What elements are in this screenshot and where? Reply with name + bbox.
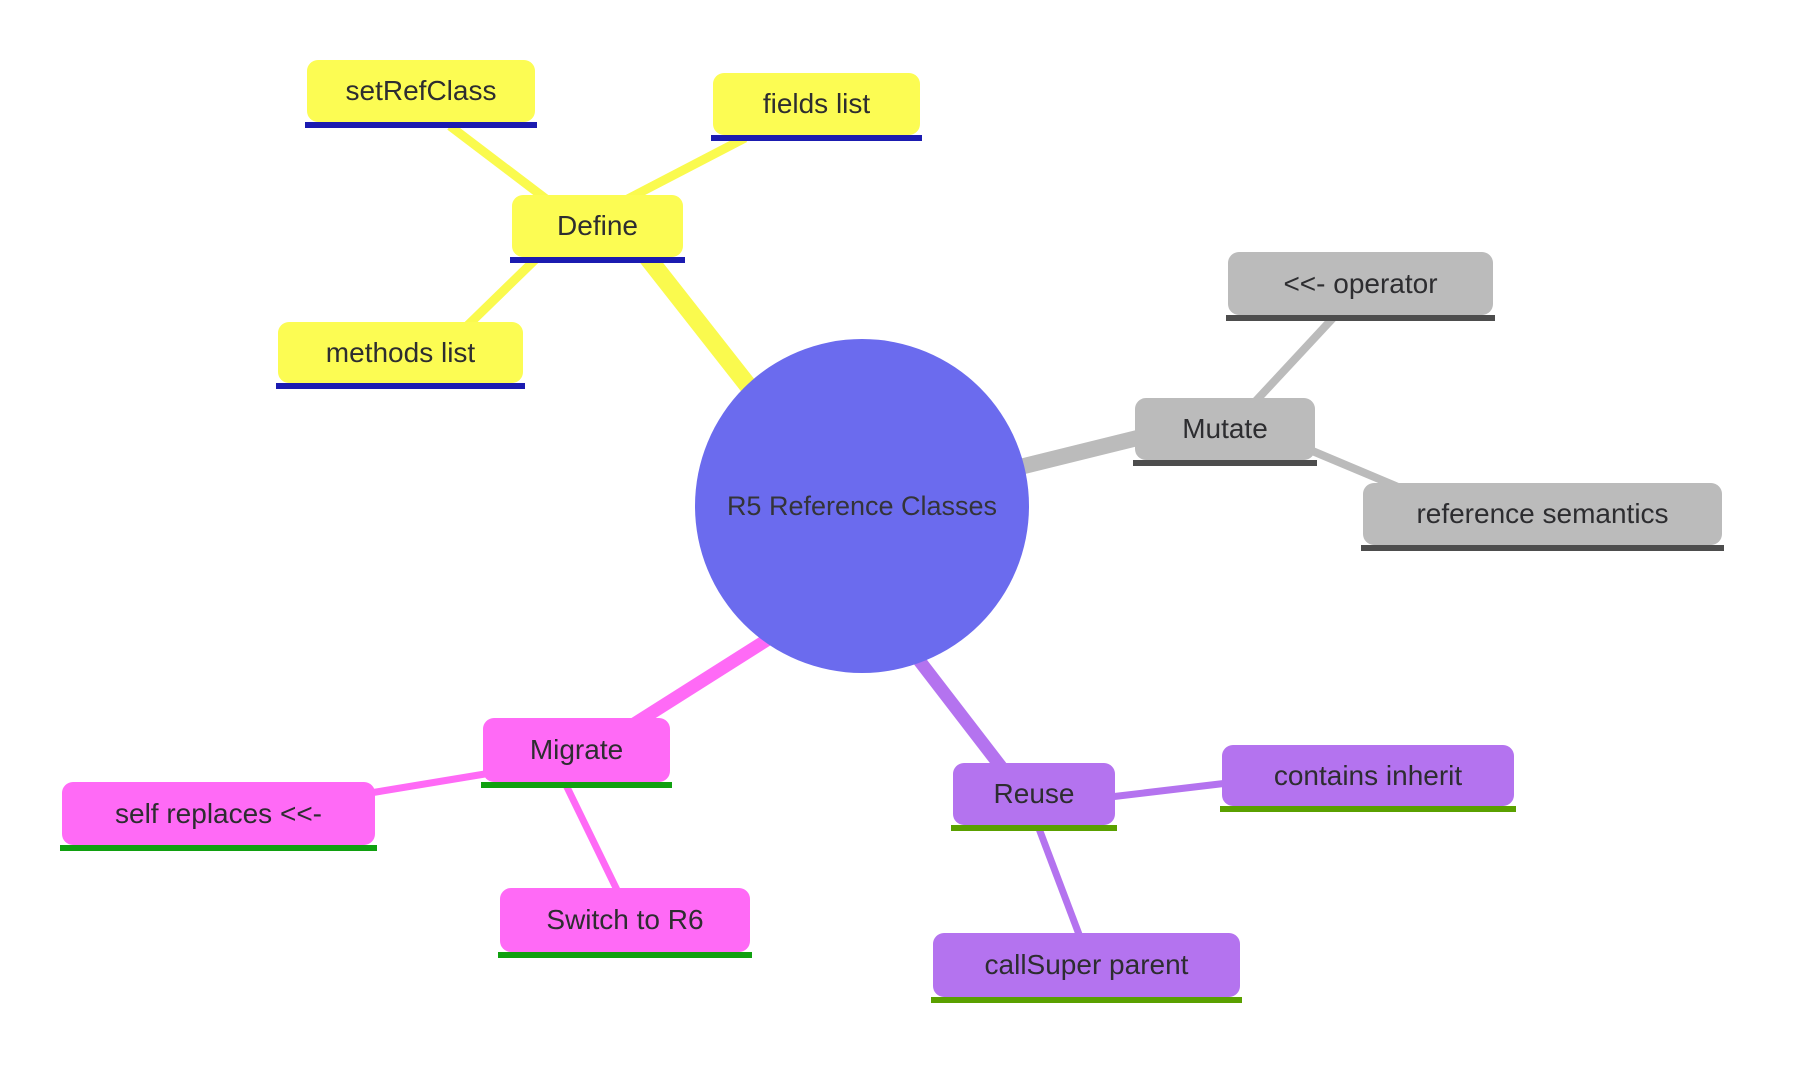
- edge-reuse-contains-inherit: [1109, 779, 1229, 801]
- edge-reuse-callsuper-parent: [1034, 824, 1084, 939]
- edge-root-reuse: [909, 651, 1011, 776]
- subtopic-fields-list[interactable]: fields list: [711, 73, 922, 141]
- topic-mutate-label: Mutate: [1182, 413, 1268, 444]
- edge-mutate-operator: [1250, 315, 1336, 407]
- subtopic-methods-list-label: methods list: [325, 336, 476, 368]
- topic-migrate-label: Migrate: [529, 734, 624, 765]
- subtopic-callsuper-parent-label: callSuper parent: [984, 949, 1189, 980]
- subtopic-self-replaces[interactable]: self replaces <<-: [60, 782, 377, 851]
- subtopic-switch-to-r6[interactable]: Switch to R6: [498, 888, 752, 958]
- topic-reuse-label: Reuse: [993, 778, 1075, 809]
- subtopic-fields-list-label: fields list: [762, 88, 871, 119]
- subtopic-reference-semantics-label: reference semantics: [1416, 498, 1669, 529]
- subtopic-methods-list[interactable]: methods list: [276, 322, 525, 389]
- edge-define-fields-list: [619, 134, 748, 206]
- edge-define-methods-list: [461, 251, 544, 332]
- subtopic-contains-inherit[interactable]: contains inherit: [1220, 745, 1516, 812]
- topic-migrate[interactable]: Migrate: [481, 718, 672, 788]
- subtopic-contains-inherit-label: contains inherit: [1273, 759, 1463, 791]
- subtopic-switch-to-r6-label: Switch to R6: [546, 904, 704, 935]
- subtopic-setrefclass-label: setRefClass: [345, 75, 497, 106]
- topic-mutate[interactable]: Mutate: [1133, 398, 1317, 466]
- root-topic-r5-reference-classes[interactable]: R5 Reference Classes: [695, 339, 1029, 673]
- subtopic-callsuper-parent[interactable]: callSuper parent: [931, 933, 1242, 1003]
- subtopic-operator[interactable]: <<- operator: [1226, 252, 1495, 321]
- subtopic-setrefclass[interactable]: setRefClass: [305, 60, 537, 128]
- subtopic-self-replaces-label: self replaces <<-: [115, 797, 322, 829]
- edge-migrate-switch-to-r6: [561, 781, 622, 894]
- topic-define-label: Define: [557, 210, 638, 241]
- subtopic-operator-label: <<- operator: [1283, 267, 1438, 299]
- edge-migrate-self-replaces: [369, 768, 498, 797]
- subtopic-reference-semantics[interactable]: reference semantics: [1361, 483, 1724, 551]
- root-topic-label: R5 Reference Classes: [726, 490, 998, 521]
- topic-define[interactable]: Define: [510, 195, 685, 263]
- edge-define-setrefclass: [447, 122, 553, 206]
- topic-reuse[interactable]: Reuse: [951, 763, 1117, 831]
